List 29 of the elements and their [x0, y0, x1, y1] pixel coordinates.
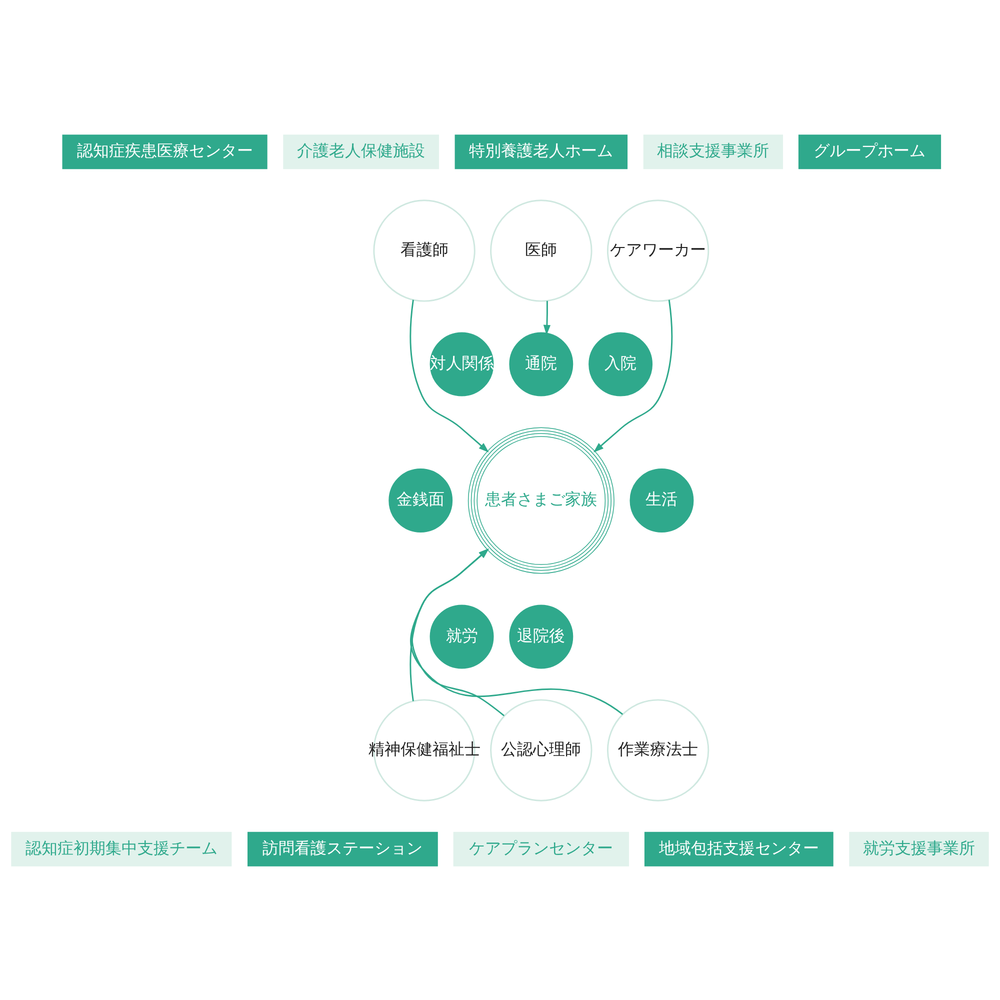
node-circle: 通院	[509, 332, 574, 396]
arrow	[410, 299, 489, 452]
arrow	[411, 548, 505, 716]
node-circle: 金銭面	[388, 468, 453, 532]
node-circle: ケアワーカー	[606, 199, 710, 302]
node-box: 地域包括支援センター	[644, 831, 834, 866]
node-box: 認知症疾患医療センター	[62, 134, 268, 169]
node-circle: 作業療法士	[606, 698, 710, 801]
node-circle: 対人関係	[430, 332, 494, 396]
node-box: 特別養護老人ホーム	[454, 134, 628, 169]
node-circle: 就労	[430, 604, 494, 668]
arrow	[410, 548, 624, 714]
node-circle: 公認心理師	[490, 698, 592, 801]
node-box: 訪問看護ステーション	[248, 831, 438, 866]
arrow	[543, 300, 551, 335]
node-box: 認知症初期集中支援チーム	[11, 831, 232, 866]
node-circle: 退院後	[509, 604, 574, 668]
node-box: グループホーム	[798, 134, 942, 169]
node-box: ケアプランセンター	[453, 831, 629, 866]
node-circle: 生活	[630, 468, 694, 532]
node-circle: 医師	[490, 199, 592, 302]
node-circle: 看護師	[373, 199, 476, 302]
node-circle: 患者さまご家族	[468, 426, 614, 574]
node-box: 介護老人保健施設	[283, 134, 439, 169]
node-box: 就労支援事業所	[849, 831, 989, 866]
node-circle: 入院	[588, 332, 653, 396]
node-box: 相談支援事業所	[643, 134, 783, 169]
arrow	[410, 548, 489, 701]
arrow	[593, 299, 673, 452]
